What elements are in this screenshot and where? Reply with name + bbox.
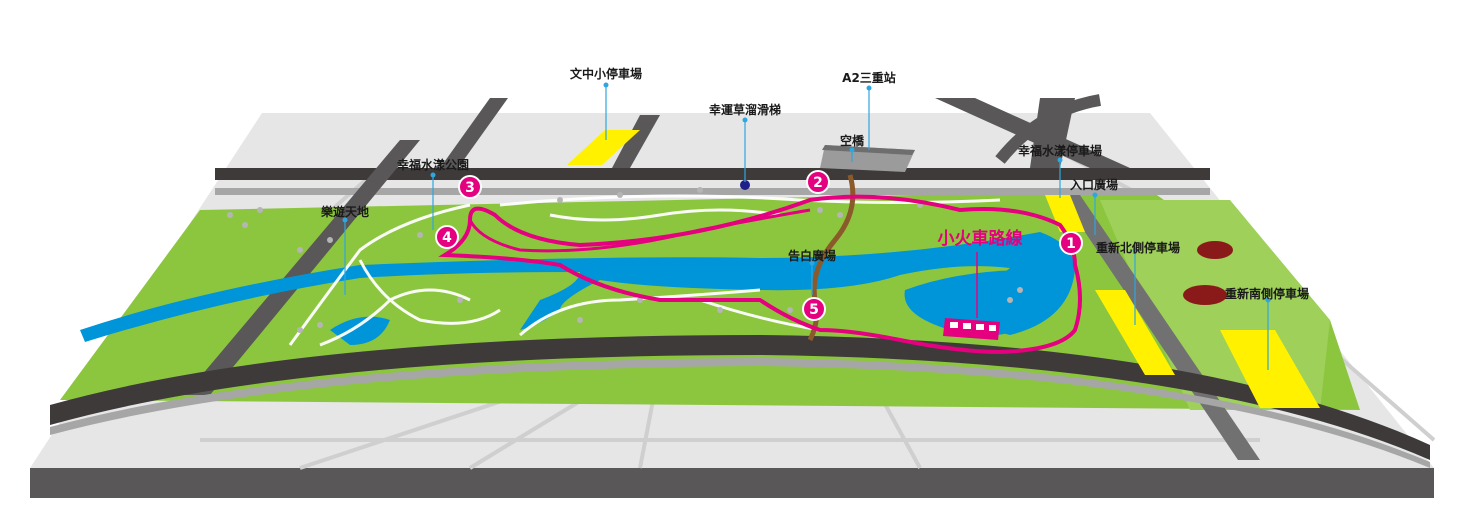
upper-highway	[215, 168, 1210, 180]
stop-marker-4: 4	[435, 225, 459, 249]
label-wenzhong-parking: 文中小停車場	[570, 66, 642, 81]
train-icon	[943, 318, 1000, 340]
parking-happy	[1045, 195, 1085, 232]
label-confession-plaza: 告白廣場	[788, 248, 836, 263]
road-north-diagonal	[440, 98, 508, 168]
lucky-slide-icon	[740, 180, 750, 190]
parking-south-plaza	[1183, 285, 1227, 305]
label-train-route: 小火車路線	[938, 228, 1023, 249]
label-entrance-plaza: 入口廣場	[1070, 177, 1118, 192]
stop-marker-1: 1	[1059, 231, 1083, 255]
stop-marker-2: 2	[806, 170, 830, 194]
leader-lines	[344, 85, 1269, 370]
stop-number: 5	[809, 302, 819, 318]
lower-highway	[50, 335, 1430, 460]
label-south-parking: 重新南側停車場	[1225, 286, 1309, 301]
label-lucky-slide: 幸運草溜滑梯	[709, 102, 781, 117]
parking-north	[1095, 290, 1175, 375]
label-north-parking: 重新北側停車場	[1096, 240, 1180, 255]
parking-north-plaza	[1197, 241, 1233, 259]
river-west-pond	[330, 316, 390, 345]
stop-number: 2	[813, 175, 823, 191]
stop-marker-5: 5	[802, 297, 826, 321]
river	[80, 232, 1075, 342]
stop-number: 3	[465, 180, 475, 196]
road-north-2	[612, 115, 660, 168]
label-sky-bridge: 空橋	[840, 133, 865, 148]
label-play-land: 樂遊天地	[320, 204, 369, 219]
leader-dots	[342, 82, 1271, 303]
road-ne-curve	[995, 94, 1102, 164]
label-happy-parking: 幸福水漾停車場	[1018, 143, 1102, 158]
stop-marker-3: 3	[458, 175, 482, 199]
train-route-loop	[438, 194, 1082, 355]
stop-number: 1	[1066, 236, 1076, 252]
footpaths	[288, 194, 1001, 347]
stop-number: 4	[442, 230, 452, 246]
map-base-slab	[30, 468, 1434, 498]
train-route-inner	[468, 208, 811, 253]
road-nw-diagonal	[185, 140, 420, 395]
label-park-name: 幸福水漾公園	[397, 157, 469, 172]
trees	[227, 187, 1023, 333]
label-a2-station: A2三重站	[842, 70, 896, 85]
parking-south	[1220, 330, 1320, 408]
lower-highway-edge	[50, 358, 1430, 468]
parking-wenzhong	[567, 130, 640, 165]
